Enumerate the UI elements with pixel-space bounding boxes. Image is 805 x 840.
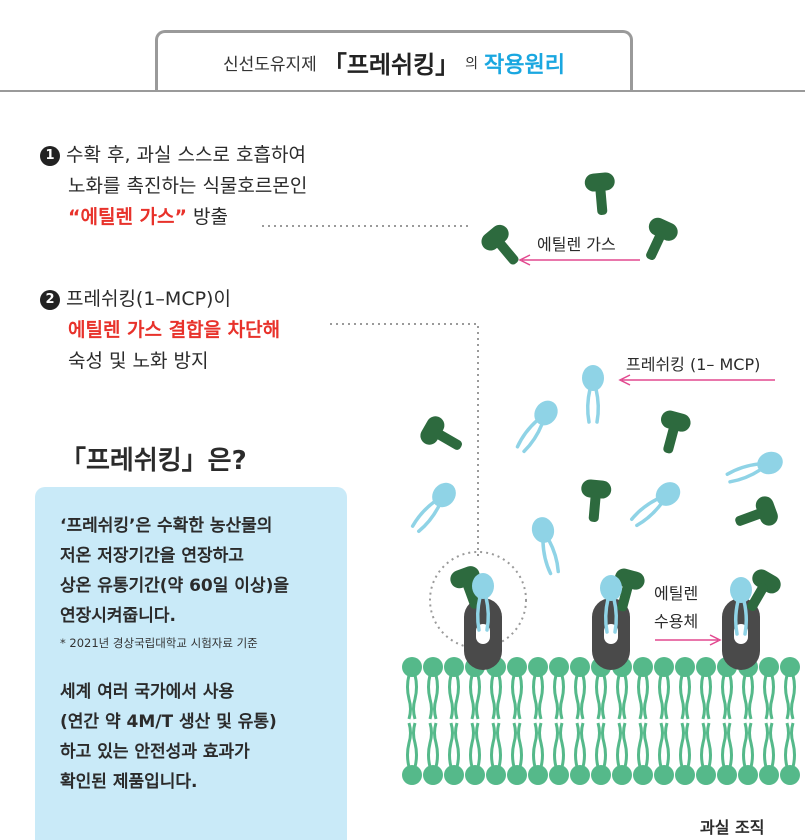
- section-heading: 「프레쉬킹」은?: [60, 446, 247, 476]
- step-1-highlight: “에틸렌 가스”: [68, 206, 187, 228]
- ethylene-molecule: [652, 408, 693, 457]
- lipid-molecule: [400, 721, 424, 787]
- step-2-line1: 프레쉬킹(1–MCP)이: [66, 288, 231, 310]
- freshking-label: 프레쉬킹 (1– MCP): [626, 355, 761, 374]
- lipid-molecule: [694, 655, 718, 721]
- ethylene-molecule: [417, 413, 469, 460]
- ethylene-molecule: [477, 221, 528, 273]
- lipid-molecule: [568, 721, 592, 787]
- lipid-molecule: [442, 721, 466, 787]
- info-paragraph-1: ‘프레쉬킹’은 수확한 농산물의 저온 저장기간을 연장하고 상온 유통기간(약…: [60, 511, 347, 631]
- lipid-molecule: [421, 655, 445, 721]
- lipid-molecule: [589, 721, 613, 787]
- lipid-molecule: [547, 655, 571, 721]
- title-brand: 「프레쉬킹」: [322, 51, 460, 79]
- receptor-1: [464, 598, 502, 670]
- lipid-molecule: [757, 655, 781, 721]
- receptor-label-2: 수용체: [654, 612, 699, 631]
- info-line: ‘프레쉬킹’은 수확한 농산물의: [60, 516, 273, 536]
- lipid-molecule: [736, 721, 760, 787]
- ethylene-molecule: [584, 171, 618, 217]
- lipid-molecule: [673, 655, 697, 721]
- title-divider: [0, 90, 805, 92]
- lipid-molecule: [400, 655, 424, 721]
- title-accent: 작용원리: [484, 52, 566, 78]
- ethylene-molecule: [578, 478, 612, 524]
- lipid-molecule: [421, 721, 445, 787]
- info-box: ‘프레쉬킹’은 수확한 농산물의 저온 저장기간을 연장하고 상온 유통기간(약…: [35, 487, 347, 840]
- fruit-tissue-membrane: [400, 655, 802, 787]
- info-line: 세계 여러 국가에서 사용: [60, 682, 235, 702]
- mcp-molecule: [510, 394, 565, 458]
- lipid-molecule: [778, 655, 802, 721]
- arrow-receptor: [655, 634, 722, 646]
- info-line: 연장시켜줍니다.: [60, 606, 176, 626]
- step-1-line1: 수확 후, 과실 스스로 호흡하여: [66, 144, 306, 166]
- info-footnote: * 2021년 경상국립대학교 시험자료 기준: [60, 636, 258, 650]
- ethylene-gas-label: 에틸렌 가스: [537, 235, 616, 254]
- lipid-molecule: [673, 721, 697, 787]
- step-1-line2: 노화를 촉진하는 식물호르몬인: [68, 175, 308, 197]
- ethylene-molecule: [635, 214, 681, 266]
- info-line: 저온 저장기간을 연장하고: [60, 546, 244, 566]
- lipid-molecule: [778, 721, 802, 787]
- info-paragraph-2: 세계 여러 국가에서 사용 (연간 약 4M/T 생산 및 유통) 하고 있는 …: [60, 677, 347, 797]
- step-1-after: 방출: [193, 206, 229, 228]
- leader-line-2: [330, 323, 479, 556]
- lipid-molecule: [631, 655, 655, 721]
- mcp-molecule: [580, 363, 606, 424]
- lipid-molecule: [526, 655, 550, 721]
- lipid-molecule: [610, 721, 634, 787]
- title-particle: 의: [465, 55, 479, 72]
- step-2: 2 프레쉬킹(1–MCP)이 에틸렌 가스 결합을 차단해 숙성 및 노화 방지: [40, 284, 280, 377]
- step-2-line3: 숙성 및 노화 방지: [68, 350, 209, 372]
- info-line: 하고 있는 안전성과 효과가: [60, 742, 250, 762]
- step-2-highlight: 에틸렌 가스 결합을 차단해: [68, 319, 281, 341]
- lipid-molecule: [652, 655, 676, 721]
- lipid-molecule: [505, 721, 529, 787]
- lipid-molecule: [652, 721, 676, 787]
- mcp-molecule: [405, 476, 463, 538]
- receptor-label-1: 에틸렌: [654, 584, 699, 603]
- step-1-number: 1: [40, 146, 60, 166]
- lipid-molecule: [631, 721, 655, 787]
- mcp-molecule: [625, 475, 687, 533]
- ethylene-molecule: [730, 493, 781, 537]
- arrow-freshking: [618, 374, 775, 386]
- arrow-ethylene: [518, 254, 640, 266]
- lipid-molecule: [463, 721, 487, 787]
- lipid-molecule: [715, 721, 739, 787]
- lipid-molecule: [547, 721, 571, 787]
- mcp-molecule: [723, 446, 788, 491]
- title-prefix: 신선도유지제: [222, 55, 317, 75]
- step-2-number: 2: [40, 290, 60, 310]
- info-line: 상온 유통기간(약 60일 이상)을: [60, 576, 289, 596]
- mcp-molecule: [527, 512, 567, 578]
- lipid-molecule: [568, 655, 592, 721]
- title-tab: 신선도유지제 「프레쉬킹」 의 작용원리: [155, 30, 633, 92]
- lipid-molecule: [505, 655, 529, 721]
- highlight-circle: [429, 551, 527, 649]
- info-line: 확인된 제품입니다.: [60, 772, 198, 792]
- fruit-tissue-label: 과실 조직: [700, 818, 765, 837]
- lipid-molecule: [757, 721, 781, 787]
- lipid-molecule: [694, 721, 718, 787]
- lipid-molecule: [442, 655, 466, 721]
- lipid-molecule: [484, 721, 508, 787]
- lipid-molecule: [526, 721, 550, 787]
- info-line: (연간 약 4M/T 생산 및 유통): [60, 712, 277, 732]
- step-1: 1 수확 후, 과실 스스로 호흡하여 노화를 촉진하는 식물호르몬인 “에틸렌 …: [40, 140, 307, 233]
